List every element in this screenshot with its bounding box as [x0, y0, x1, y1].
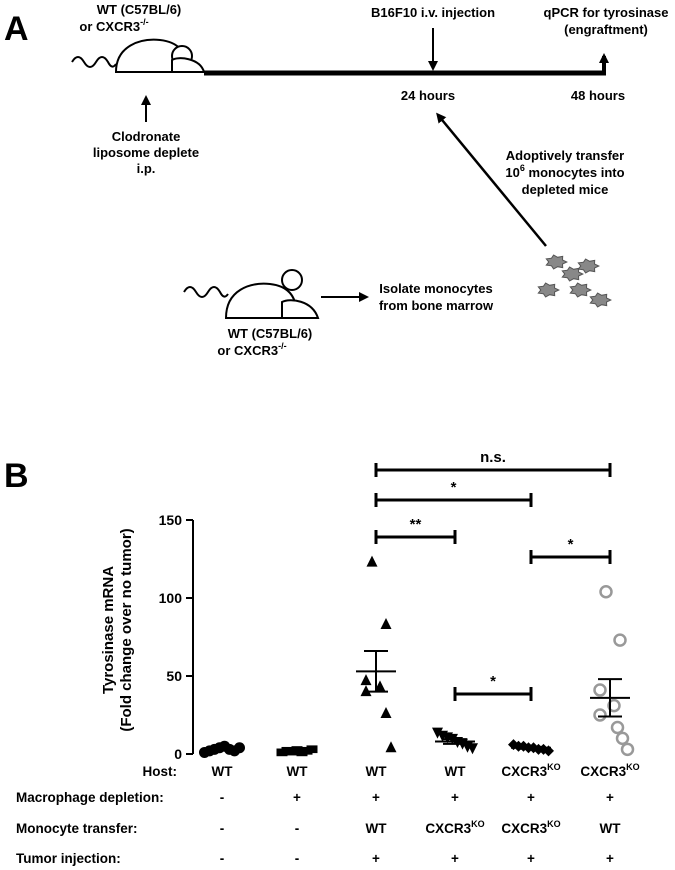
row-value: -	[220, 851, 225, 866]
adoptive-label-1: Adoptively transfer	[506, 148, 624, 163]
y-axis-label: Tyrosinase mRNA	[100, 566, 117, 694]
mouse-bottom-label-2: or CXCR3-/-	[217, 341, 286, 358]
row-value: WT	[366, 764, 388, 779]
row-value: +	[527, 851, 535, 866]
adoptive-label-3: depleted mice	[522, 182, 609, 197]
data-point	[432, 727, 443, 739]
data-point	[380, 618, 392, 630]
monocyte-cells-icon	[537, 254, 612, 308]
row-value: +	[451, 790, 459, 805]
qpcr-label-1: qPCR for tyrosinase	[544, 5, 669, 20]
monocyte-cell	[577, 258, 600, 274]
y-tick-label: 100	[159, 590, 183, 606]
data-point	[599, 585, 613, 599]
y-tick-label: 150	[159, 512, 183, 528]
row-value: +	[293, 790, 301, 805]
qpcr-label-2: (engraftment)	[564, 22, 648, 37]
row-value: +	[372, 790, 380, 805]
mouse-bottom-icon	[183, 269, 320, 319]
time-48-label: 48 hours	[571, 88, 625, 103]
row-value: WT	[445, 764, 467, 779]
monocyte-cell	[545, 254, 568, 270]
significance-label: *	[568, 536, 574, 553]
condition-table: Host: WT WT WT WT CXCR3KO CXCR3KO Macrophage de…	[16, 762, 640, 866]
data-point	[607, 698, 621, 713]
row-value: -	[295, 851, 300, 866]
clodronate-label-2: liposome deplete	[93, 145, 199, 160]
row-value: -	[295, 821, 300, 836]
panel-a-label: A	[4, 10, 29, 48]
data-point	[615, 731, 630, 746]
mouse-top-label-2: or CXCR3-/-	[79, 17, 148, 34]
row-label: Tumor injection:	[16, 851, 121, 866]
y-axis-title: Tyrosinase mRNA (Fold change over no tum…	[100, 528, 135, 731]
isolate-label-1: Isolate monocytes	[379, 281, 492, 296]
data-point	[610, 720, 625, 735]
mouse-bottom-label-1: WT (C57BL/6)	[228, 326, 313, 341]
row-value: +	[606, 790, 614, 805]
transfer-arrow	[436, 112, 547, 247]
row-label: Monocyte transfer:	[16, 821, 138, 836]
data-point	[385, 741, 397, 753]
significance-label: **	[410, 516, 422, 533]
mouse-top-label-1: WT (C57BL/6)	[97, 2, 182, 17]
y-tick-label: 0	[174, 746, 182, 762]
monocyte-cell	[589, 292, 612, 308]
row-label: Host:	[143, 764, 178, 779]
mouse-top-icon	[71, 38, 206, 73]
row-value: +	[451, 851, 459, 866]
row-value: WT	[600, 821, 622, 836]
row-value: -	[220, 821, 225, 836]
monocyte-cell	[537, 282, 560, 298]
data-point	[306, 745, 318, 754]
data-point	[380, 706, 392, 718]
row-label: Macrophage depletion:	[16, 790, 164, 805]
row-value: CXCR3KO	[501, 819, 560, 836]
data-point	[374, 680, 386, 692]
row-value: WT	[366, 821, 388, 836]
time-24-label: 24 hours	[401, 88, 455, 103]
row-value: CXCR3KO	[425, 819, 484, 836]
significance-label: *	[490, 673, 496, 690]
significance-label: n.s.	[480, 449, 506, 466]
clodronate-label-1: Clodronate	[112, 129, 181, 144]
row-value: +	[527, 790, 535, 805]
data-point	[593, 708, 607, 722]
row-value: -	[220, 790, 225, 805]
data-point	[593, 683, 607, 697]
data-point	[613, 633, 627, 647]
data-point	[620, 742, 635, 757]
clodronate-label-3: i.p.	[137, 161, 156, 176]
panel-b-label: B	[4, 457, 29, 495]
row-value: WT	[212, 764, 234, 779]
data-point	[467, 743, 478, 755]
row-value: +	[606, 851, 614, 866]
row-value: CXCR3KO	[580, 762, 639, 779]
monocyte-cell	[561, 266, 584, 282]
adoptive-label-2: 106 monocytes into	[505, 163, 624, 180]
row-value: +	[372, 851, 380, 866]
data-point	[234, 742, 245, 754]
y-tick-label: 50	[166, 668, 182, 684]
data-point	[366, 555, 378, 567]
b16-label: B16F10 i.v. injection	[371, 5, 495, 20]
significance-label: *	[451, 479, 457, 496]
isolate-label-2: from bone marrow	[379, 298, 494, 313]
data-point	[360, 674, 372, 686]
monocyte-cell	[569, 282, 592, 298]
y-axis-label-2: (Fold change over no tumor)	[118, 528, 135, 731]
row-value: CXCR3KO	[501, 762, 560, 779]
row-value: WT	[287, 764, 309, 779]
